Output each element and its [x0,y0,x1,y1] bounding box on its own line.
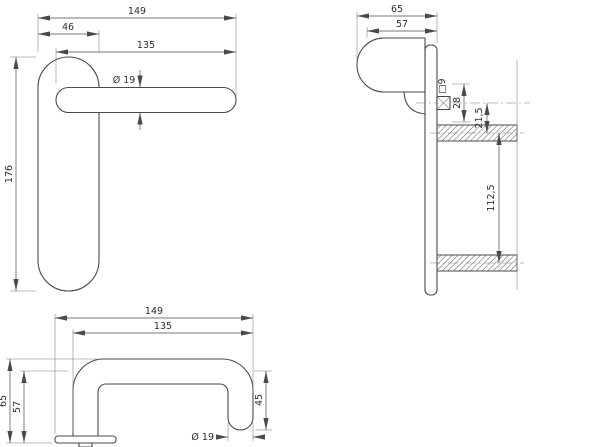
dim-label-plan-projection-inner: 57 [12,401,23,413]
dim-label-plan-lever-length: 135 [154,321,172,332]
lever-outline [55,86,237,114]
dim-side-spindle-square: □9 [437,78,448,93]
lever-neck-curve [403,91,426,115]
dim-label-projection: 65 [391,4,403,15]
dim-side-hub-diameter: 28 [452,83,470,123]
dim-label-plate-width: 46 [62,22,74,33]
dim-front-lever-length: 135 [55,40,236,83]
dim-label-total-width: 149 [128,6,146,17]
backplate-outline [37,56,100,292]
backplate-plan-edge [54,435,117,444]
dim-plan-projection-inner: 57 [12,370,68,443]
dim-label-spindle-to-screw: 21,5 [474,107,485,128]
plan-view: 149 135 65 57 45 [0,306,272,447]
dim-plan-total-width: 149 [54,306,254,434]
dim-side-spindle-to-screw: 21,5 [474,103,490,133]
front-view: 176 149 46 135 Ø 19 [4,6,237,292]
dim-plan-grip-return: 45 [254,370,272,431]
dim-label-hub-diameter: 28 [452,97,463,109]
dim-label-spindle-square: □9 [437,78,448,93]
dim-label-projection-inner: 57 [396,19,408,30]
dim-side-projection: 65 [356,4,438,62]
dim-label-screw-distance: 112,5 [486,184,497,211]
dim-label-plate-height: 176 [4,165,15,183]
dim-plan-projection: 65 [0,358,100,444]
dim-label-plan-total-width: 149 [145,306,163,317]
dim-label-grip-return: 45 [254,394,265,406]
lever-plan-outline [72,358,254,437]
dim-label-grip-diameter: Ø 19 [191,432,214,443]
dim-side-screw-distance: 112,5 [486,133,502,263]
backplate-edge-outline [424,44,438,296]
side-view: 65 57 □9 28 21,5 112,5 [356,4,530,296]
lever-side-outline [356,37,426,93]
dim-plan-lever-length: 135 [72,321,253,433]
dim-label-plan-projection: 65 [0,395,9,407]
dim-front-lever-diameter: Ø 19 [113,70,143,130]
spindle-stub [78,442,93,447]
dim-front-plate-width: 46 [38,22,100,52]
dim-plan-grip-diameter: Ø 19 [191,422,265,443]
dim-side-projection-inner: 57 [366,19,437,38]
dim-label-lever-diameter: Ø 19 [113,75,136,86]
dim-front-plate-height: 176 [4,56,36,292]
dim-label-lever-length: 135 [137,40,155,51]
